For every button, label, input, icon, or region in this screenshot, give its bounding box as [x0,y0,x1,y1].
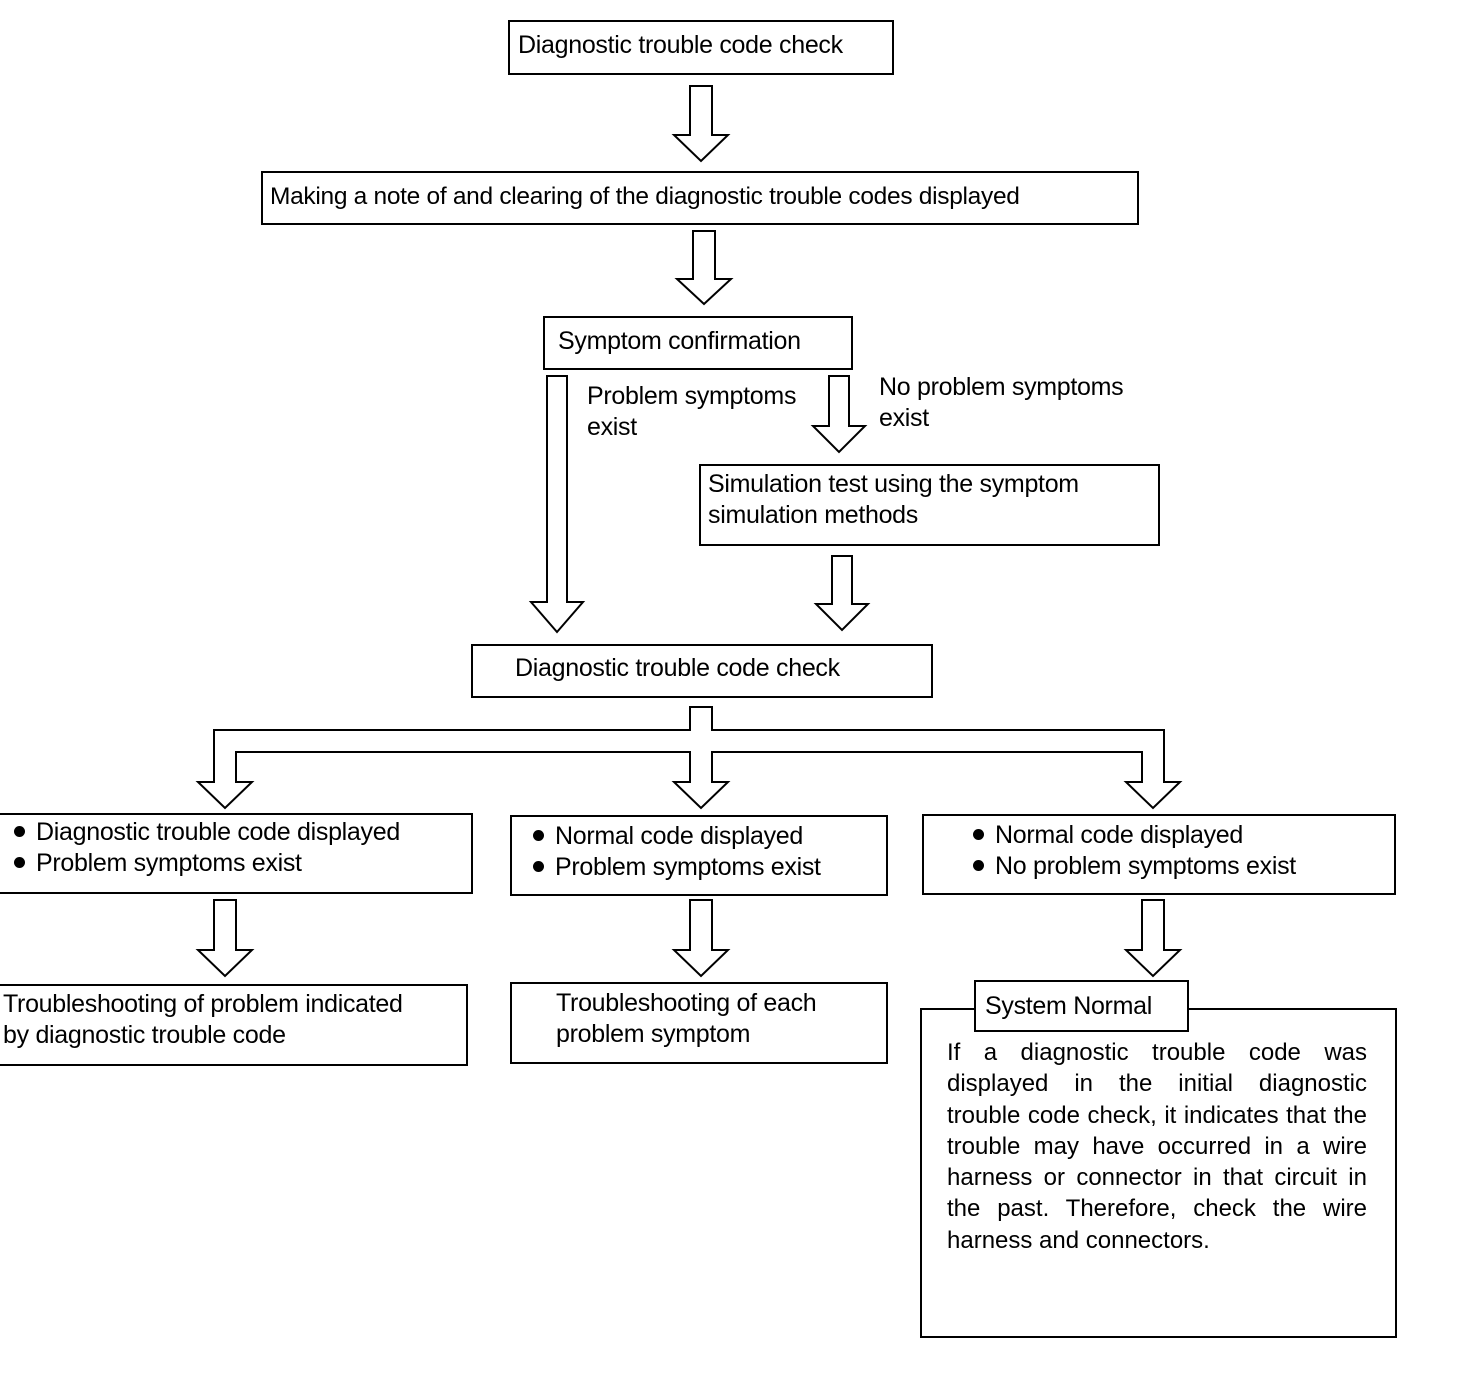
arrow-problem-exists [528,375,586,634]
bullet-dot [973,829,984,840]
branch-problem-exists-line1: Problem symptoms [587,382,797,410]
note-clear-label: Making a note of and clearing of the dia… [270,183,1020,210]
outcome-2-box [510,815,888,896]
symptom-confirmation-label: Symptom confirmation [558,327,801,355]
branch-no-problem-line1: No problem symptoms [879,373,1124,401]
system-normal-title-box [974,980,1189,1032]
result-2-line1: Troubleshooting of each [556,989,817,1017]
outcome-2-bullet-2: Problem symptoms exist [533,852,821,883]
bullet-dot [14,857,25,868]
system-normal-box [920,1008,1397,1338]
bullet-dot [973,860,984,871]
result-1-line1: Troubleshooting of problem indicated [3,990,403,1018]
simulation-test-line2: simulation methods [708,501,918,529]
arrow-outcome1-to-result [195,899,255,978]
system-normal-title: System Normal [985,992,1152,1020]
arrow-simulation-to-check [813,555,871,632]
bullet-dot [533,830,544,841]
arrow-three-way-split [195,706,1183,810]
result-1-box [0,984,468,1066]
arrow-note-to-symptom [674,230,734,306]
arrow-no-problem [810,375,868,454]
top-check-label: Diagnostic trouble code check [518,31,843,59]
arrow-outcome2-to-result [671,899,731,978]
outcome-1-bullet-2: Problem symptoms exist [14,848,302,879]
symptom-confirmation-box [543,316,853,370]
branch-no-problem-line2: exist [879,404,929,432]
result-2-box [510,982,888,1064]
top-check-box [508,20,894,75]
outcome-1-bullet-1: Diagnostic trouble code displayed [14,817,400,848]
outcome-3-bullet-2: No problem symptoms exist [973,851,1296,882]
second-check-label: Diagnostic trouble code check [515,654,840,682]
bullet-dot [533,861,544,872]
outcome-3-bullet-1: Normal code displayed [973,820,1243,851]
simulation-test-line1: Simulation test using the symptom [708,470,1079,498]
arrow-outcome3-to-result [1123,899,1183,978]
note-clear-box [261,171,1139,225]
simulation-test-box [699,464,1160,546]
result-2-line2: problem symptom [556,1020,751,1048]
outcome-3-box [922,814,1396,895]
bullet-dot [14,826,25,837]
second-check-box [471,644,933,698]
system-normal-note: If a diagnostic trouble code was display… [947,1039,1367,1254]
outcome-1-box [0,813,473,894]
branch-problem-exists-line2: exist [587,413,637,441]
outcome-2-bullet-1: Normal code displayed [533,821,803,852]
arrow-check-to-note [671,85,731,163]
result-1-line2: by diagnostic trouble code [3,1021,286,1049]
